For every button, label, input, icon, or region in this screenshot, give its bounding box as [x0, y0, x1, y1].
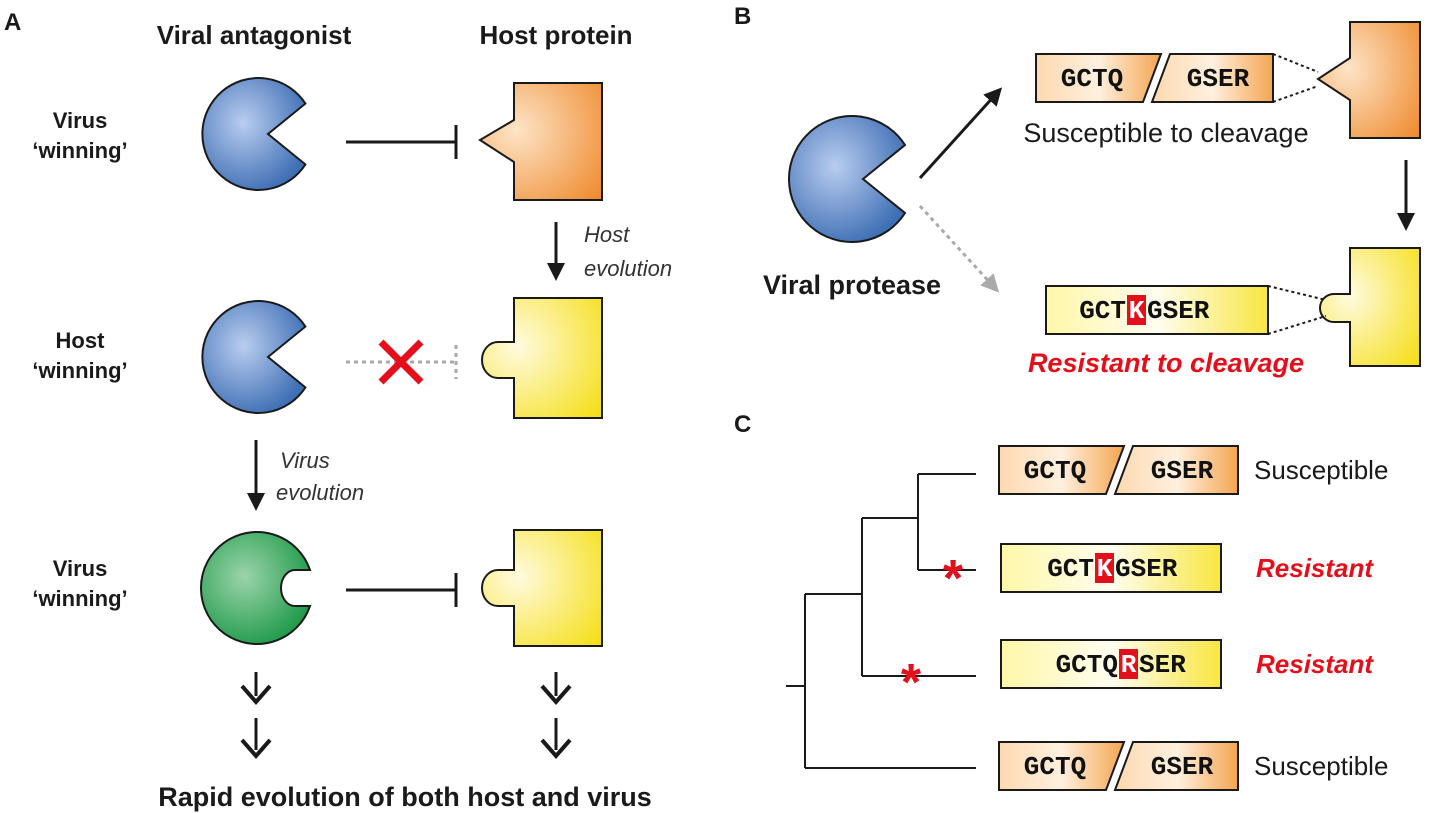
- cleaved-sequence: GCTQ GSER: [1035, 53, 1274, 103]
- row1-status: Susceptible: [1254, 455, 1388, 485]
- row4-status: Susceptible: [1254, 751, 1388, 781]
- row3-seq-post: SER: [1139, 650, 1186, 680]
- resist-seq-post: GSER: [1147, 296, 1210, 326]
- row2-seq-post: GSER: [1115, 554, 1178, 584]
- viral-antagonist-blue-1: [201, 77, 307, 191]
- host-protein-yellow-2: [481, 529, 603, 647]
- panel-b-label: B: [734, 3, 751, 30]
- cleavage-arrow: [918, 87, 1003, 180]
- seq-left: GCTQ: [1061, 64, 1123, 94]
- resistant-arrow: [918, 204, 1000, 293]
- row1-label-line1: Virus: [53, 108, 108, 133]
- host-protein-yellow-1: [481, 297, 603, 419]
- panel-c-label: C: [734, 411, 751, 438]
- row3-label-line1: Virus: [53, 556, 108, 581]
- tree-row-4: GCTQ GSER Susceptible: [998, 741, 1388, 791]
- host-evolution-line2: evolution: [584, 256, 672, 281]
- susceptible-text: Susceptible to cleavage: [1023, 118, 1308, 148]
- row2-seq-mut: K: [1097, 554, 1113, 584]
- row3-status: Resistant: [1256, 649, 1374, 679]
- resistant-text: Resistant to cleavage: [1028, 348, 1304, 378]
- resist-seq-pre: GCT: [1079, 296, 1126, 326]
- double-arrow-left: [240, 672, 272, 760]
- panel-a-footer: Rapid evolution of both host and virus: [158, 782, 652, 812]
- tree-row-2: GCT K GSER Resistant: [1000, 543, 1374, 593]
- host-protein-orange: [478, 82, 603, 201]
- mutation-highlight: [1127, 295, 1146, 325]
- host-evolution-line1: Host: [584, 222, 630, 247]
- seq-right: GSER: [1187, 64, 1250, 94]
- zoom-line-top: [1272, 53, 1319, 73]
- row3-seq-mut: R: [1121, 650, 1137, 680]
- row4-seq-left: GCTQ: [1024, 752, 1086, 782]
- panel-b: B Viral protease GCTQ GSER Susceptible t…: [734, 3, 1421, 378]
- row2-mutation-highlight: [1095, 553, 1114, 583]
- host-protein-yellow-b: [1319, 247, 1421, 367]
- row3-mutation-highlight: [1119, 649, 1138, 679]
- row1-seq-left: GCTQ: [1024, 456, 1086, 486]
- zoom-line-top-2: [1267, 285, 1327, 301]
- viral-antagonist-blue-2: [201, 300, 307, 414]
- row1-seq-right: GSER: [1151, 456, 1214, 486]
- virus-evolution-line1: Virus: [280, 448, 330, 473]
- viral-antagonist-header: Viral antagonist: [157, 20, 352, 50]
- virus-evolution-line2: evolution: [276, 480, 364, 505]
- row2-seq-pre: GCT: [1047, 554, 1094, 584]
- resist-seq-mut: K: [1129, 296, 1145, 326]
- row2-label-line1: Host: [56, 328, 106, 353]
- tree-row-3: GCTQ R SER Resistant: [1000, 639, 1374, 689]
- double-arrow-right: [540, 672, 572, 760]
- row3-seq-pre: GCTQ: [1056, 650, 1118, 680]
- panel-c: C * * GCTQ GSER Susceptible GCT: [734, 411, 1388, 791]
- tree-row-1: GCTQ GSER Susceptible: [998, 445, 1388, 495]
- row4-seq-right: GSER: [1151, 752, 1214, 782]
- zoom-line-bottom: [1272, 85, 1319, 103]
- red-x-icon: [378, 339, 424, 385]
- resistant-sequence: GCT K GSER: [1045, 285, 1269, 335]
- row3-label-line2: ‘winning’: [32, 586, 127, 611]
- panel-a-label: A: [4, 9, 21, 36]
- row1-label-line2: ‘winning’: [32, 138, 127, 163]
- viral-protease-icon: [788, 115, 907, 243]
- phylogenetic-tree: [786, 473, 976, 769]
- row2-status: Resistant: [1256, 553, 1374, 583]
- viral-antagonist-green: [200, 531, 312, 645]
- zoom-line-bottom-2: [1267, 315, 1327, 335]
- panel-a: A Viral antagonist Host protein Virus ‘w…: [4, 9, 672, 812]
- mutation-asterisk-1: *: [943, 550, 964, 608]
- mutation-asterisk-2: *: [901, 654, 922, 712]
- viral-protease-label: Viral protease: [763, 270, 941, 300]
- host-protein-orange-b: [1316, 21, 1421, 139]
- host-protein-header: Host protein: [479, 20, 632, 50]
- row2-label-line2: ‘winning’: [32, 358, 127, 383]
